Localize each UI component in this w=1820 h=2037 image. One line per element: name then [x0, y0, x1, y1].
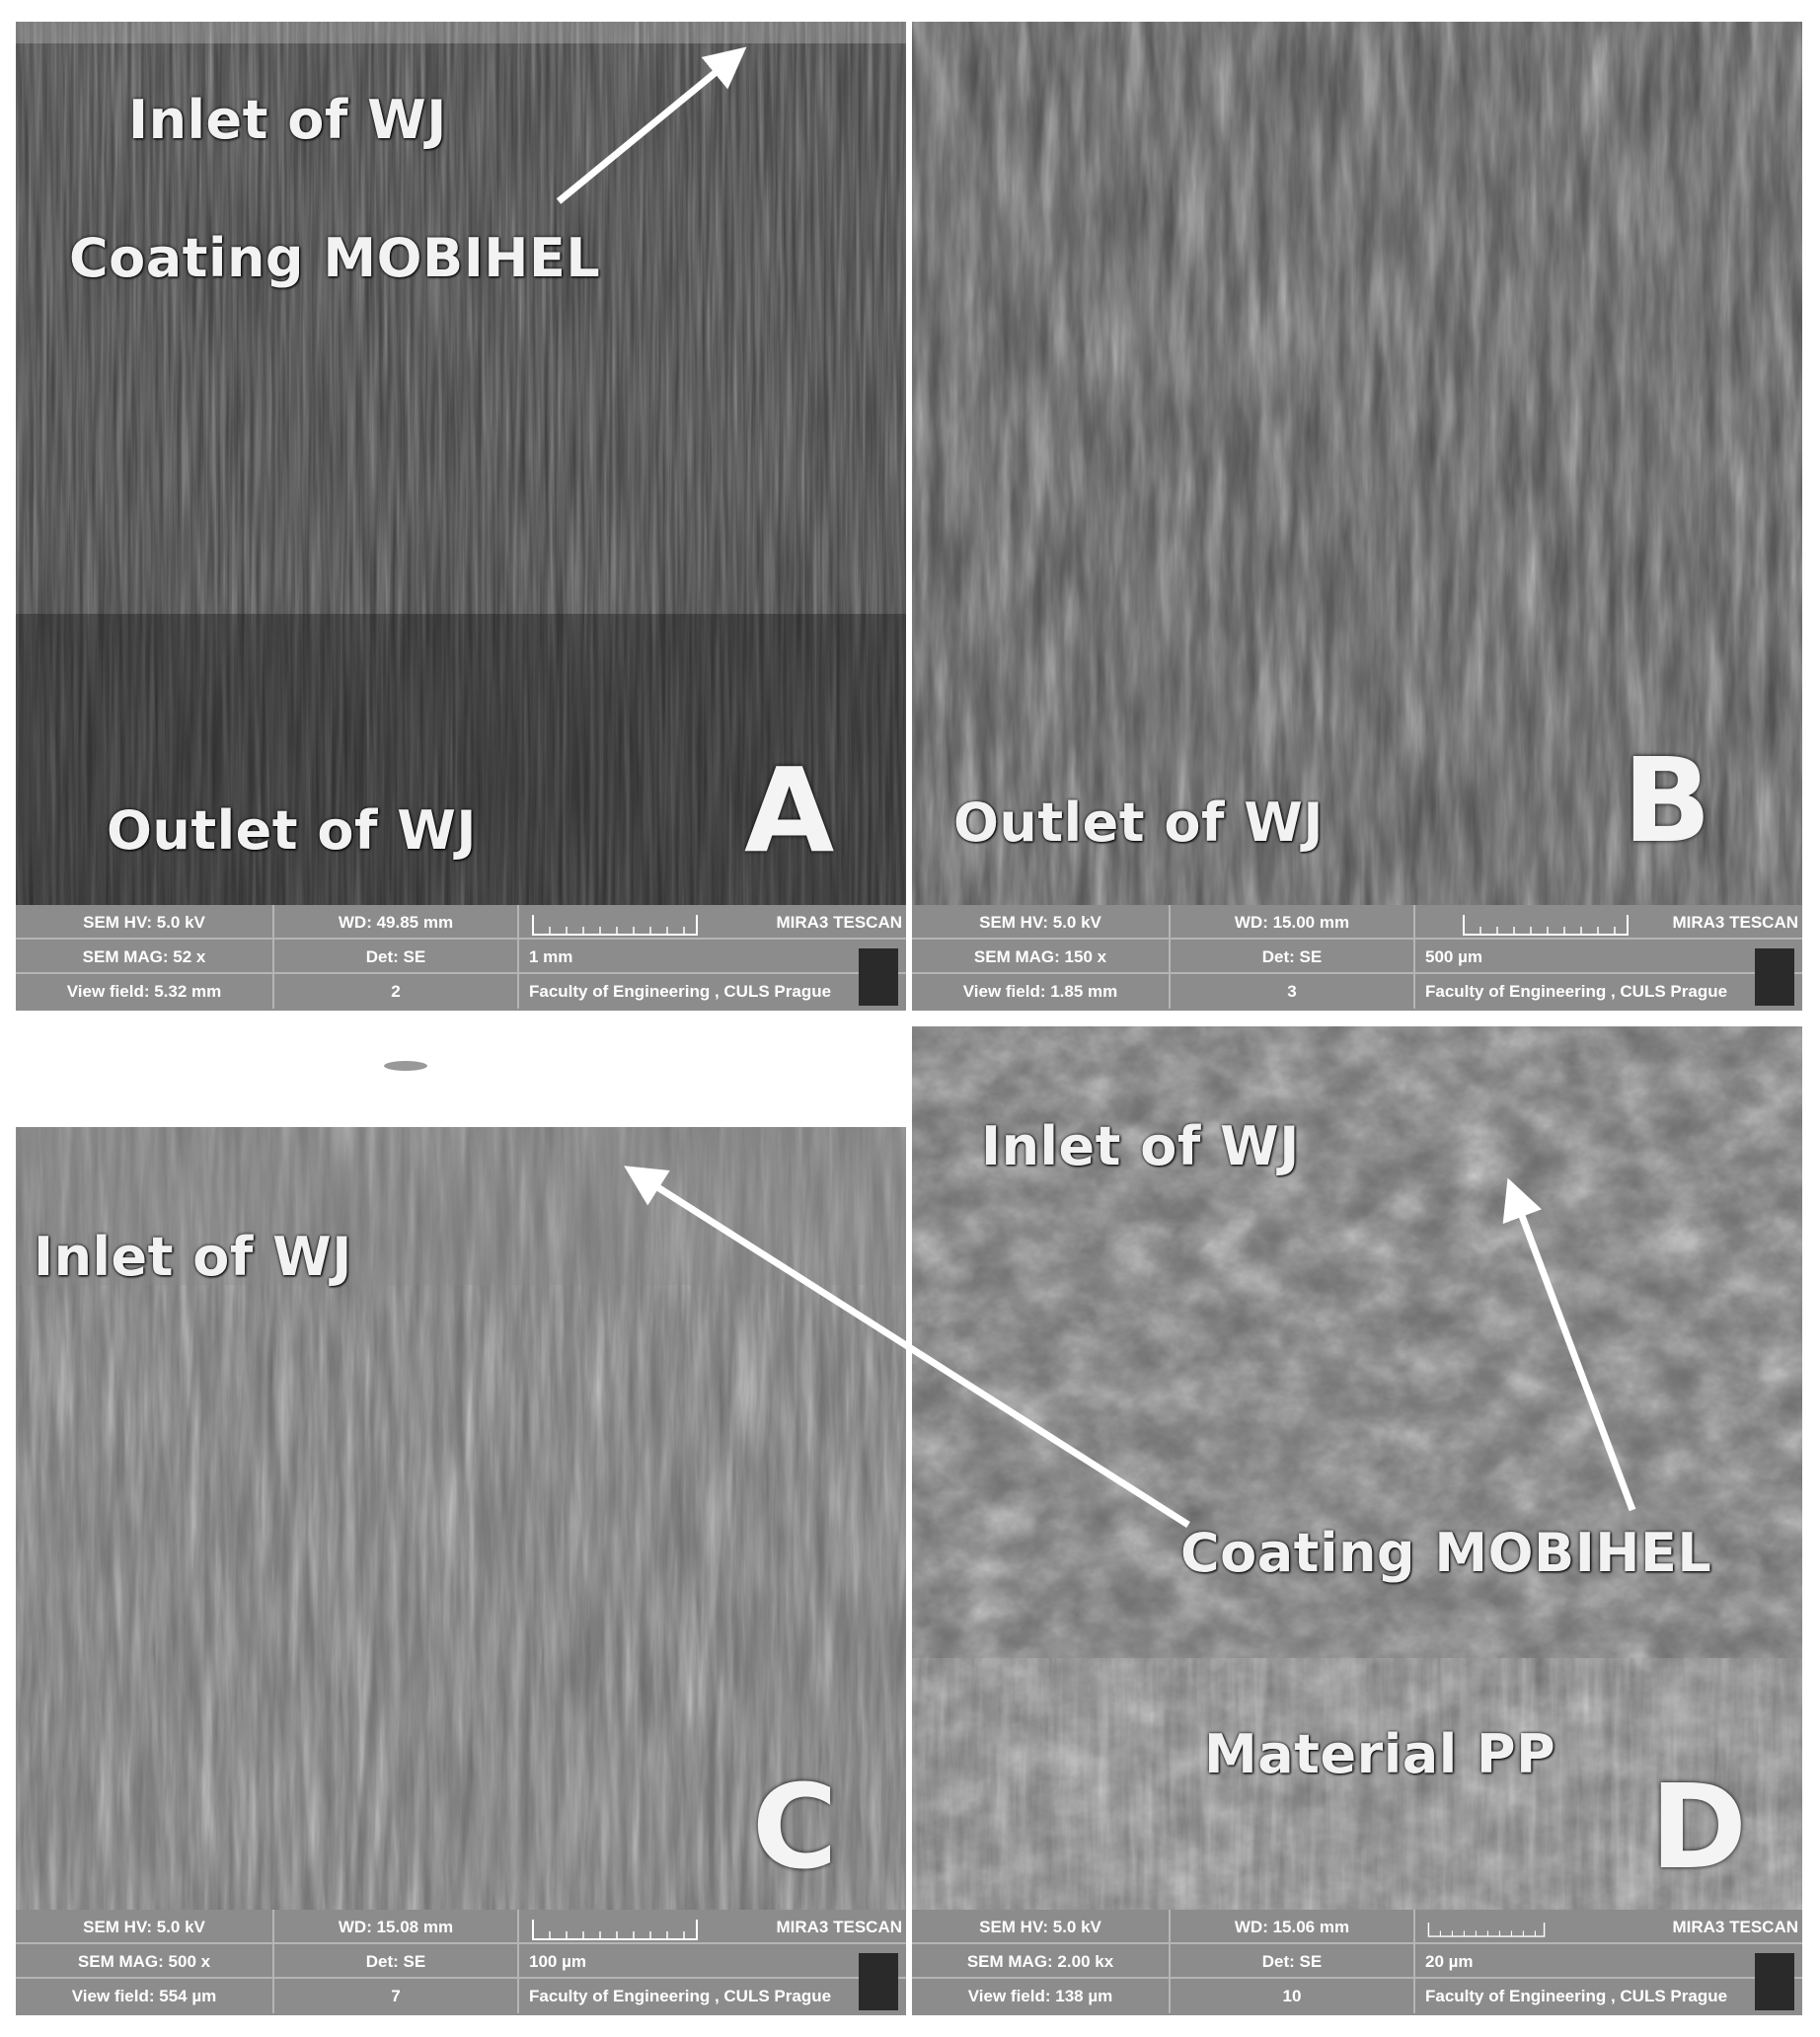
detector-value: Det: SE [274, 940, 519, 974]
microscope-brand: MIRA3 TESCAN [1672, 913, 1798, 932]
hv-value: SEM HV: 5.0 kV [912, 905, 1171, 940]
mag-value: SEM MAG: 2.00 kx [912, 1944, 1171, 1979]
mag-value: SEM MAG: 52 x [16, 940, 274, 974]
microscope-brand: MIRA3 TESCAN [776, 913, 902, 932]
sem-image-d [912, 1026, 1802, 1910]
sem-panel-b: Outlet of WJ B SEM HV: 5.0 kV WD: 15.00 … [912, 22, 1802, 1011]
detector-value: Det: SE [1171, 940, 1415, 974]
scale-bar [532, 1920, 698, 1940]
view-field-value: View field: 1.85 mm [912, 974, 1171, 1009]
mag-value: SEM MAG: 150 x [912, 940, 1171, 974]
sem-panel-a: Inlet of WJ Coating MOBIHEL Outlet of WJ… [16, 22, 906, 1011]
scale-bar [532, 915, 698, 936]
coating-pointer-arrow [556, 46, 747, 204]
scale-bar-cell [1415, 1910, 1802, 1944]
tescan-logo-icon [1755, 948, 1794, 1006]
panel-letter: D [1650, 1759, 1747, 1895]
coating-label: Coating MOBIHEL [69, 227, 601, 289]
panel-letter: B [1623, 732, 1711, 868]
detector-value: Det: SE [1171, 1944, 1415, 1979]
scale-bar [1463, 915, 1629, 936]
image-number: 10 [1171, 1979, 1415, 2013]
sem-info-bar: SEM HV: 5.0 kV WD: 49.85 mm MIRA3 TESCAN… [16, 905, 906, 1011]
image-number: 2 [274, 974, 519, 1009]
sem-info-bar: SEM HV: 5.0 kV WD: 15.00 mm MIRA3 TESCAN… [912, 905, 1802, 1011]
view-field-value: View field: 138 µm [912, 1979, 1171, 2013]
panel-letter: A [744, 742, 835, 878]
sem-image-b [912, 22, 1802, 905]
wd-value: WD: 49.85 mm [274, 905, 519, 940]
view-field-value: View field: 554 µm [16, 1979, 274, 2013]
scale-bar-cell [1415, 905, 1802, 940]
scale-bar-cell [519, 1910, 906, 1944]
tescan-logo-icon [859, 1953, 898, 2010]
coating-pointer-arrow-d [1502, 1177, 1636, 1512]
scale-bar [1427, 1922, 1546, 1937]
faculty-label: Faculty of Engineering , CULS Prague [1425, 982, 1728, 1001]
image-number: 7 [274, 1979, 519, 2013]
inlet-label: Inlet of WJ [128, 89, 447, 151]
detector-value: Det: SE [274, 1944, 519, 1979]
wd-value: WD: 15.08 mm [274, 1910, 519, 1944]
wd-value: WD: 15.06 mm [1171, 1910, 1415, 1944]
coating-pointer-arrow-to-c [624, 1166, 1190, 1528]
outlet-label: Outlet of WJ [107, 799, 477, 862]
sem-info-bar: SEM HV: 5.0 kV WD: 15.08 mm MIRA3 TESCAN… [16, 1910, 906, 2015]
tescan-logo-icon [859, 948, 898, 1006]
image-number: 3 [1171, 974, 1415, 1009]
tescan-logo-icon [1755, 1953, 1794, 2010]
sem-panel-d: Inlet of WJ Coating MOBIHEL Material PP … [912, 1026, 1802, 2015]
scale-value: 500 µm [1415, 940, 1802, 974]
hv-value: SEM HV: 5.0 kV [16, 1910, 274, 1944]
faculty-label: Faculty of Engineering , CULS Prague [529, 982, 832, 1001]
sem-panel-c: Inlet of WJ C SEM HV: 5.0 kV WD: 15.08 m… [16, 1026, 906, 2015]
wd-value: WD: 15.00 mm [1171, 905, 1415, 940]
scale-value: 1 mm [519, 940, 906, 974]
microscope-brand: MIRA3 TESCAN [776, 1918, 902, 1936]
faculty-label: Faculty of Engineering , CULS Prague [1425, 1987, 1728, 2005]
panel-letter: C [752, 1759, 838, 1895]
sem-image-c [16, 1026, 906, 1910]
hv-value: SEM HV: 5.0 kV [912, 1910, 1171, 1944]
inlet-label: Inlet of WJ [34, 1226, 352, 1288]
outlet-label: Outlet of WJ [953, 792, 1324, 854]
inlet-label: Inlet of WJ [981, 1115, 1300, 1177]
hv-value: SEM HV: 5.0 kV [16, 905, 274, 940]
sem-image-a [16, 22, 906, 905]
scale-value: 100 µm [519, 1944, 906, 1979]
coating-label: Coating MOBIHEL [1180, 1522, 1712, 1584]
material-label: Material PP [1204, 1723, 1556, 1785]
view-field-value: View field: 5.32 mm [16, 974, 274, 1009]
sem-info-bar: SEM HV: 5.0 kV WD: 15.06 mm MIRA3 TESCAN… [912, 1910, 1802, 2015]
scale-bar-cell [519, 905, 906, 940]
mag-value: SEM MAG: 500 x [16, 1944, 274, 1979]
faculty-label: Faculty of Engineering , CULS Prague [529, 1987, 832, 2005]
scale-value: 20 µm [1415, 1944, 1802, 1979]
microscope-brand: MIRA3 TESCAN [1672, 1918, 1798, 1936]
